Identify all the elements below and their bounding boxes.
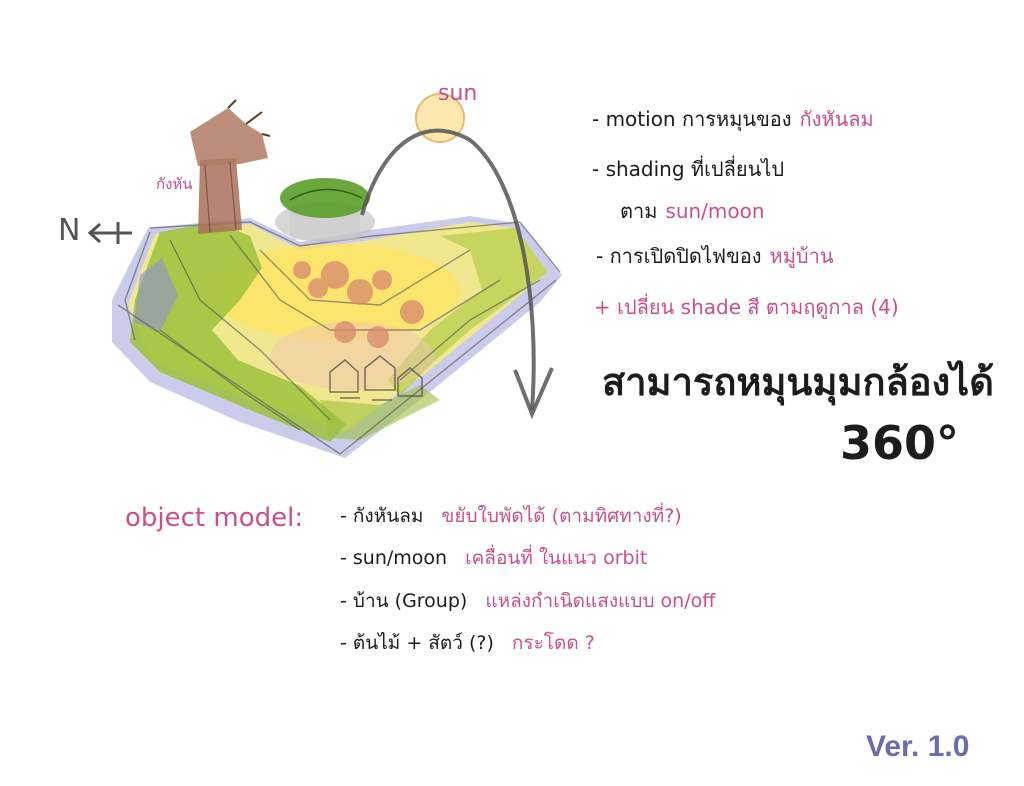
house [400,300,424,324]
windmill [190,99,271,234]
object-model-item-desc: เคลื่อนที่ ในแนว orbit [465,547,648,569]
note-motion-highlight: กังหันลม [799,107,874,131]
note-shading-follow: ตาม sun/moon [620,200,765,222]
note-motion-text: - motion การหมุนของ [592,107,792,131]
note-shading-text: - shading ที่เปลี่ยนไป [592,157,785,181]
object-model-item-name: - ต้นไม้ + สัตว์ (?) [340,632,494,654]
object-model-item-desc: กระโดด ? [511,632,595,654]
object-model-item-name: - บ้าน (Group) [340,590,468,612]
note-lights: - การเปิดปิดไฟของ หมู่บ้าน [596,245,834,267]
note-lights-text: - การเปิดปิดไฟของ [596,244,762,268]
terrain-lavender-patch [134,258,178,332]
sketch-lines [117,221,561,455]
terrain-highlight [210,244,460,340]
compass-arrow [87,222,132,244]
terrain-green-right [388,228,548,396]
orbit-arrowhead [513,367,554,420]
object-model-item-name: - sun/moon [340,547,448,569]
camera-rotation-headline: สามารถหมุนมุมกล้องได้ [602,360,994,404]
object-model-title: object model: [125,503,304,533]
terrain-green-lower [320,385,440,440]
note-motion: - motion การหมุนของ กังหันลม [592,108,874,130]
object-model-item-name: - กังหันลม [340,505,424,527]
object-model-item: - บ้าน (Group) แหล่งกำเนิดแสงแบบ on/off [340,591,715,612]
version-label: Ver. 1.0 [866,730,970,763]
house [321,261,349,289]
note-shading: - shading ที่เปลี่ยนไป [592,158,784,180]
house [372,270,392,290]
note-shading-highlight: sun/moon [665,199,765,223]
compass-north-label: N [58,213,81,248]
house [308,278,328,298]
house [367,326,389,348]
windmill-label: กังหัน [156,175,193,193]
house [347,279,373,305]
object-model-item-desc: ขยับใบพัดได้ (ตามทิศทางที่?) [441,505,682,527]
houses [293,261,424,348]
object-model-item-desc: แหล่งกำเนิดแสงแบบ on/off [485,590,716,612]
terrain-pink-wash [270,322,434,390]
object-model-item: - ต้นไม้ + สัตว์ (?) กระโดด ? [340,633,595,654]
object-model-item: - กังหันลม ขยับใบพัดได้ (ตามทิศทางที่?) [340,506,682,527]
sun-label: sun [438,81,478,106]
village-sketch [329,355,423,401]
orbit-arrow [360,128,536,411]
rotation-degrees: 360° [840,416,960,470]
note-shading-follow-text: ตาม [620,199,658,223]
note-season: + เปลี่ยน shade สี ตามฤดูกาล (4) [594,295,899,319]
object-model-item: - sun/moon เคลื่อนที่ ในแนว orbit [340,548,647,569]
terrain-green-left [130,222,346,442]
house [334,321,356,343]
house [293,261,311,279]
tree [275,178,375,242]
note-lights-highlight: หมู่บ้าน [769,244,834,268]
